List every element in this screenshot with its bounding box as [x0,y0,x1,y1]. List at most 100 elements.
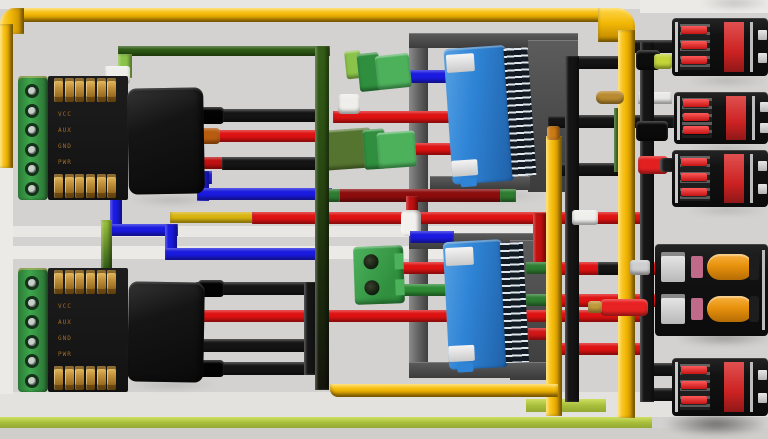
band-top-right-white [640,0,768,13]
shadow-right-3 [686,206,768,215]
io-module-bottom-screw [25,295,39,310]
right-module-3-edge-right [750,154,753,203]
right-module-5-red-clip [681,366,707,375]
groove-white-1 [0,226,560,237]
sleeve-black-1 [198,107,224,124]
io-module-top-pin-top [75,78,85,102]
right-module-2-red-clip [683,99,709,108]
right-module-4-tab-silver [661,294,685,324]
left-white-edge [0,168,13,394]
right-module-1-edge-left [675,22,678,72]
wire-black-T2 [565,56,579,402]
tip-green-right [500,189,516,202]
ferrule-D [630,260,650,275]
wire-yellow-mid [170,212,256,223]
band-top-white [0,0,768,9]
right-module-1 [672,18,768,76]
sleeve-black-b3 [198,360,224,377]
wire-green-drop2 [101,220,112,270]
wire-red-mid-vert [533,213,546,263]
right-module-2-edge-left [677,96,680,140]
right-module-5-red-stripe [724,362,744,412]
right-module-2-tab [760,123,768,134]
wire-red-1 [196,130,322,142]
wire-yellow-top [10,8,616,22]
io-module-top-screw [25,123,39,138]
io-module-top-screw [25,84,39,98]
io-module-bottom-screw [25,354,39,369]
right-module-3-edge-left [675,154,678,203]
io-module-bottom-pin-top [75,270,85,294]
conn-B [636,121,668,141]
wire-black-bU [304,282,317,375]
right-module-2-edge-right [752,96,755,140]
right-module-5-edge-left [675,362,678,412]
shadow-bottom-right [664,412,768,436]
right-module-4-coil-orange [707,296,753,322]
io-module-bottom-pin-top [107,270,117,294]
wire-black-b1 [196,282,318,295]
right-module-4-coil-cap [749,296,759,322]
shadow-right-2 [686,144,768,153]
right-module-1-red-clip [681,26,707,35]
shadow-top-right [700,0,768,10]
pcb-pin-label: PWR [58,159,72,166]
io-module-bottom-screw [25,276,39,290]
wire-yellow-vA [546,136,562,416]
shadow-relay-top [128,195,216,205]
shadow-right-1 [686,76,768,86]
pcb-pin-label: PWR [58,351,72,358]
right-module-1-red-stripe [724,22,744,72]
plug-D-red [600,299,648,316]
wire-yellow-vB [618,30,635,418]
wire-blue-mod2 [410,231,454,243]
pcb-pin-label: VCC [58,111,72,118]
right-module-4 [655,244,768,336]
wire-black-trunk [640,42,654,402]
right-module-3-tab [758,161,767,172]
wire-blue-zig-h2 [165,248,317,260]
stub-E2 [648,388,674,401]
right-module-5-tab [758,369,767,380]
io-module-bottom-pin-bottom [75,366,85,390]
io-module-top-pin-bottom [54,174,63,198]
right-module-5-red-clip [681,381,707,390]
pcb-pin-label: GND [58,335,72,342]
right-module-5-edge-right [750,362,753,412]
io-module-top-pin-bottom [64,174,74,198]
io-module-bottom-screw [25,374,39,388]
right-module-2 [674,92,768,144]
right-module-5-tab [758,392,767,403]
band-chartreuse [0,417,652,428]
io-module-top-pin-top [54,78,63,102]
rung-1 [565,56,625,69]
right-module-3-red-clip [681,172,707,181]
pcb-pin-label: AUX [58,319,72,326]
right-module-3-tab [758,184,767,195]
right-module-1-edge-right [750,22,753,72]
plug-white-red [338,94,360,114]
wire-red-1b [333,111,455,123]
right-module-1-tab [758,29,767,40]
right-module-2-tab [760,102,768,113]
wire-red-conn2 [402,143,458,155]
right-module-4-block-pink [691,298,703,320]
ferrule-D-gold [588,301,602,313]
io-module-bottom-pin-bottom [64,366,74,390]
wire-darkgreen-top [118,46,330,56]
io-module-bottom-screw [25,315,39,330]
io-module-top-pin-bottom [75,174,85,198]
ferrule-A [654,54,672,69]
right-module-5-red-clip [681,396,707,405]
tip-C [660,158,674,172]
cap-orange-A [547,126,560,140]
wire-black-b2 [196,339,312,352]
right-module-2-red-stripe [726,96,746,140]
io-module-top-screw [25,182,39,196]
right-module-3-red-clip [681,187,707,196]
plug-white-mid [401,210,421,236]
capsule-brass [596,91,624,104]
